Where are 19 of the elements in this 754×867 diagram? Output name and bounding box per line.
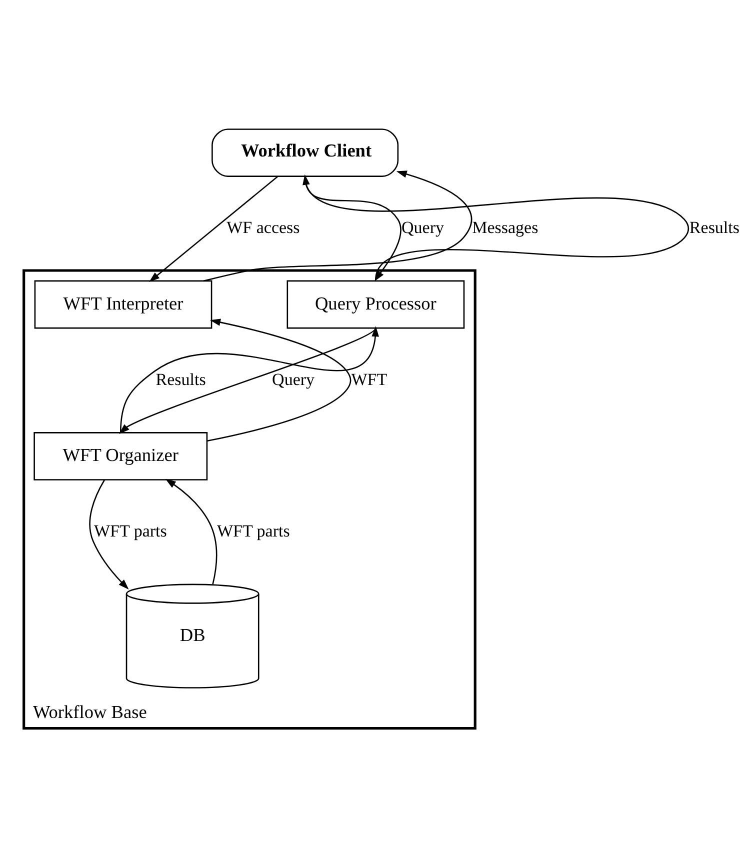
arrow [149,175,278,282]
arrow [302,174,689,280]
edge-label: Query [402,218,444,237]
edge-label: Query [272,369,315,388]
edge-label: Messages [472,218,538,237]
edge-label: WFT parts [216,521,290,540]
edge-label: WFT parts [94,521,167,540]
arrow [89,479,129,590]
edge-label: WF access [226,218,300,237]
arrow [207,318,352,442]
edge-label: Results [689,218,740,237]
node-box: Workflow Client [212,128,399,176]
node-box: Query Processor [286,280,465,328]
arrow [204,170,472,282]
node-box: WFT Interpreter [34,280,212,328]
node-box: WFT Organizer [34,432,208,480]
edge-label: Results [156,369,206,388]
arrow [165,478,218,584]
edge-label: WFT [351,369,388,388]
